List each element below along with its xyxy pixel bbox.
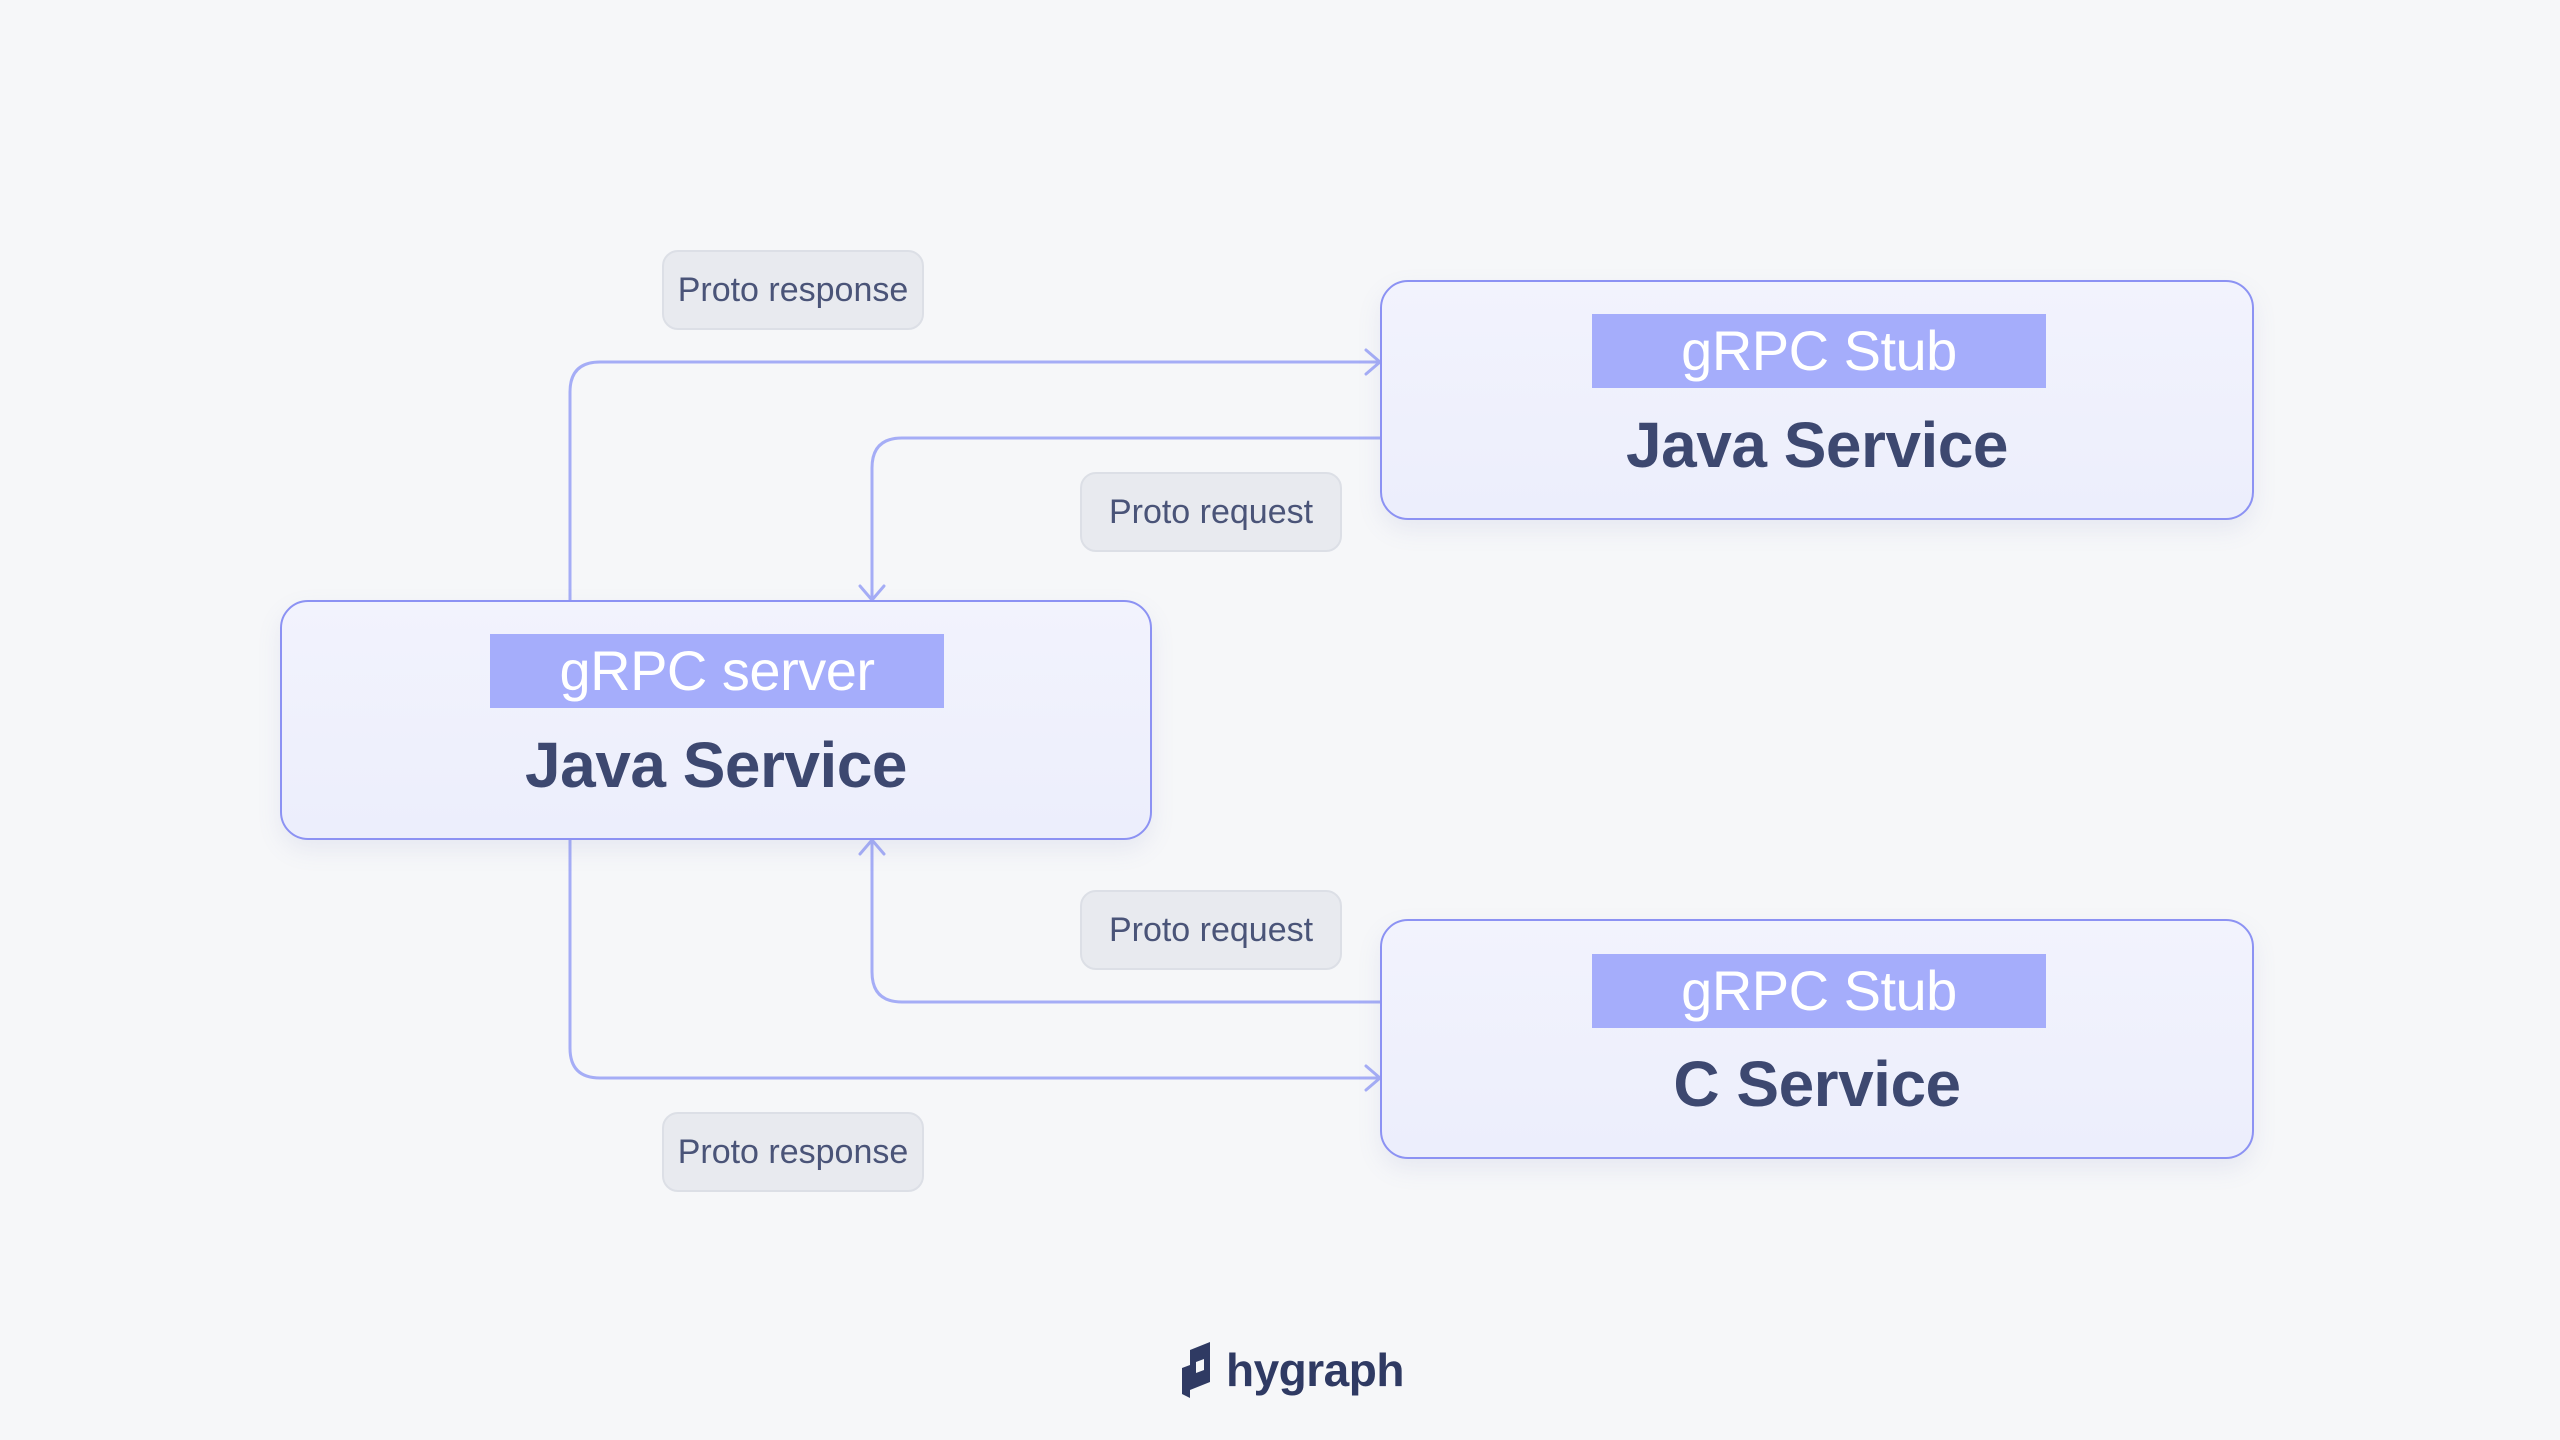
- edge-label-top-response: Proto response: [662, 250, 924, 330]
- connector-server-to-c-stub: [568, 838, 1380, 1080]
- java-stub-tag: gRPC Stub: [1592, 314, 2046, 388]
- c-stub-tag: gRPC Stub: [1592, 954, 2046, 1028]
- brand-name: hygraph: [1226, 1344, 1404, 1396]
- grpc-server-node: gRPC server Java Service: [280, 600, 1152, 840]
- server-service-title: Java Service: [525, 729, 907, 801]
- c-stub-node: gRPC Stub C Service: [1380, 919, 2254, 1159]
- connector-java-stub-to-server: [870, 436, 1382, 600]
- hygraph-logo-icon: [1182, 1342, 1210, 1398]
- connector-server-to-java-stub: [568, 360, 1380, 602]
- arrowhead-to-server-bottom: [858, 838, 886, 856]
- edge-label-top-request: Proto request: [1080, 472, 1342, 552]
- edge-label-bottom-request: Proto request: [1080, 890, 1342, 970]
- grpc-server-tag: gRPC server: [490, 634, 944, 708]
- java-stub-service-title: Java Service: [1626, 409, 2008, 481]
- java-stub-node: gRPC Stub Java Service: [1380, 280, 2254, 520]
- edge-label-bottom-response: Proto response: [662, 1112, 924, 1192]
- c-stub-service-title: C Service: [1673, 1048, 1961, 1120]
- brand-logo: hygraph: [1180, 1340, 1404, 1400]
- connector-c-stub-to-server: [870, 840, 1382, 1004]
